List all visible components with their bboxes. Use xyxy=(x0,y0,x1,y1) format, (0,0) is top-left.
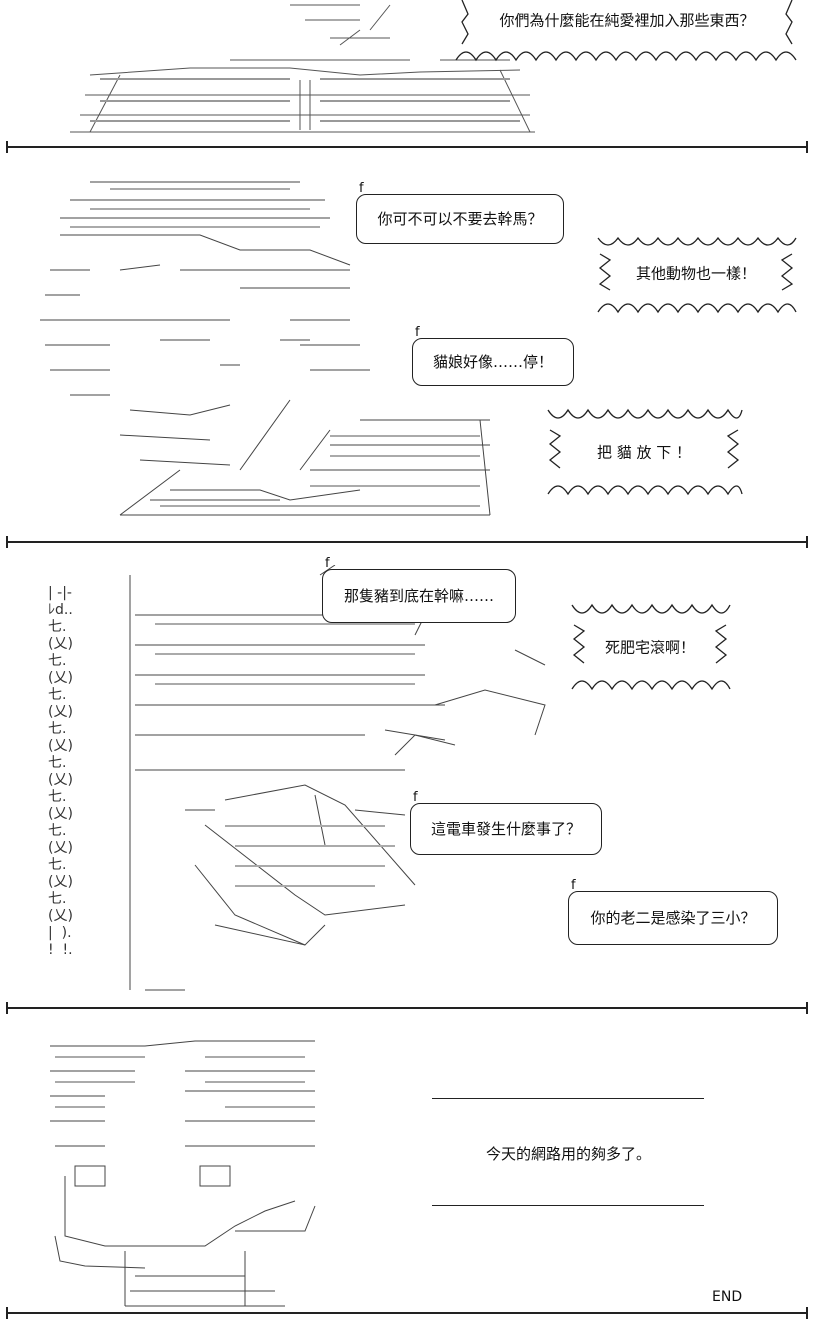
speech-bubble-1: 你可不可以不要去幹馬？ xyxy=(356,181,564,244)
jagged-bubble-icon xyxy=(597,236,797,314)
speech-bubble-3: 那隻豬到底在幹嘛…… xyxy=(322,556,516,623)
panel-1: 你們為什麼能在純愛裡加入那些東西？ xyxy=(0,0,816,150)
ascii-art-icon xyxy=(40,181,491,516)
panel-4: 今天的網路用的夠多了。 END xyxy=(0,1011,816,1311)
speech-text-5: 你的老二是感染了三小？ xyxy=(590,909,756,927)
speech-text-3: 那隻豬到底在幹嘛…… xyxy=(343,587,494,605)
narration-bottom-line xyxy=(432,1205,704,1206)
shout-text-4: 死肥宅滾啊！ xyxy=(604,638,695,657)
speech-text-2: 貓娘好像……停！ xyxy=(432,353,553,371)
speech-bubble-2: 貓娘好像……停！ xyxy=(412,325,574,386)
panel-divider-2 xyxy=(6,536,808,548)
panel-2: 你可不可以不要去幹馬？ 其他動物也一樣！ 貓娘好像……停！ 把 貓 放 下 ！ xyxy=(0,150,816,542)
ascii-art-character-3 xyxy=(125,565,565,1005)
shout-bubble-1: 你們為什麼能在純愛裡加入那些東西？ xyxy=(452,0,802,64)
shout-text-1: 你們為什麼能在純愛裡加入那些東西？ xyxy=(499,11,755,30)
shout-text-3: 把 貓 放 下 ！ xyxy=(596,443,692,462)
speech-text-4: 這電車發生什麼事了？ xyxy=(430,820,581,838)
speech-text-1: 你可不可以不要去幹馬？ xyxy=(377,210,543,228)
panel-divider-4 xyxy=(6,1307,808,1319)
panel-3: | -|- ﾚd.. 七. (乂) 七. (乂) 七. (乂) 七. (乂) 七… xyxy=(0,545,816,1008)
narration-text: 今天的網路用的夠多了。 xyxy=(486,1145,652,1163)
jagged-bubble-icon xyxy=(455,0,797,62)
ascii-art-character-1 xyxy=(60,0,540,140)
panel-divider-3 xyxy=(6,1002,808,1014)
speech-bubble-5: 你的老二是感染了三小？ xyxy=(568,878,778,945)
jagged-bubble-icon xyxy=(547,408,743,496)
shout-bubble-3: 把 貓 放 下 ！ xyxy=(544,406,744,498)
side-column-chant: | -|- ﾚd.. 七. (乂) 七. (乂) 七. (乂) 七. (乂) 七… xyxy=(48,585,73,958)
ascii-art-icon xyxy=(50,1040,316,1307)
ascii-art-character-4 xyxy=(45,1036,325,1311)
speech-bubble-4: 這電車發生什麼事了？ xyxy=(410,790,602,855)
shout-bubble-2: 其他動物也一樣！ xyxy=(594,228,798,318)
narration-top-line xyxy=(432,1098,704,1099)
shout-bubble-4: 死肥宅滾啊！ xyxy=(568,601,732,693)
jagged-bubble-icon xyxy=(571,603,731,691)
shout-text-2: 其他動物也一樣！ xyxy=(635,264,756,283)
ascii-art-icon xyxy=(129,565,546,991)
panel-divider-1 xyxy=(6,141,808,153)
ascii-art-icon xyxy=(70,4,535,133)
end-label: END xyxy=(712,1289,743,1305)
ascii-art-character-2 xyxy=(30,170,500,535)
